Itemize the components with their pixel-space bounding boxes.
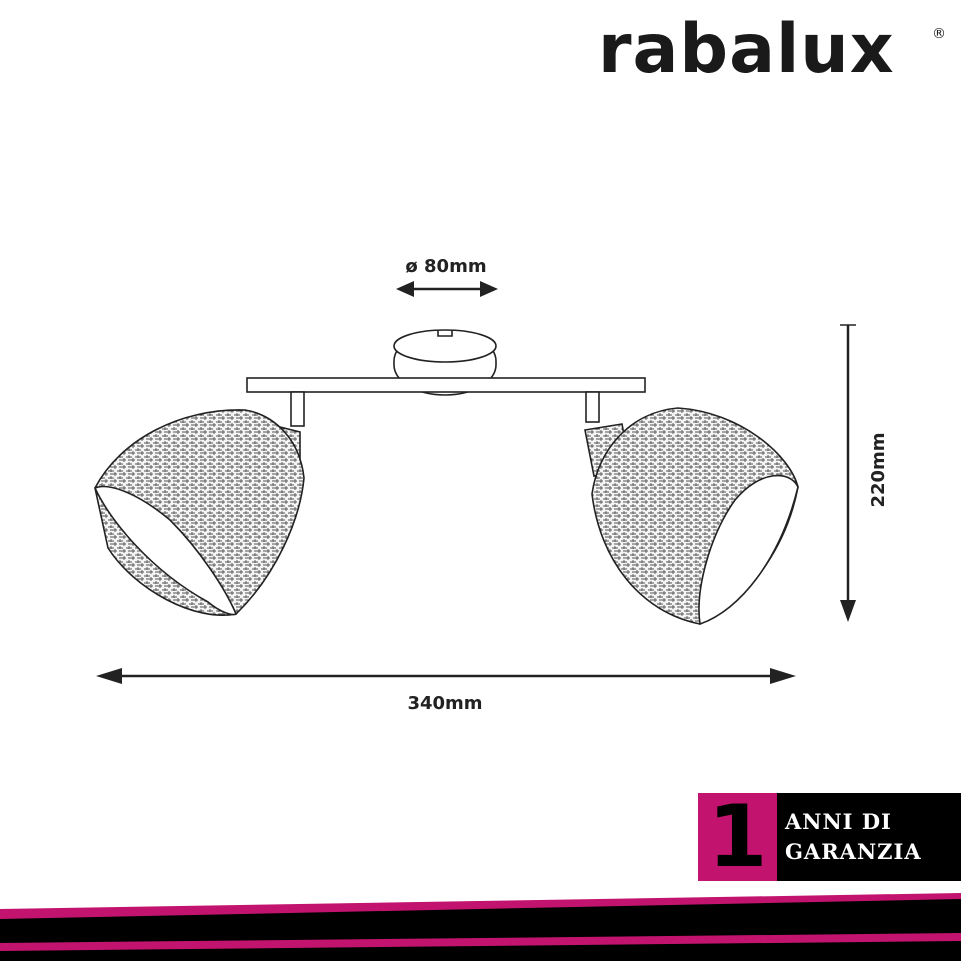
warranty-text: ANNI DI GARANZIA: [777, 793, 961, 881]
width-label: 340mm: [407, 693, 482, 714]
mounting-bar: [246, 377, 646, 393]
warranty-years: 1: [698, 793, 777, 881]
footer-stripe-magenta-lower: [0, 933, 961, 951]
height-label: 220mm: [868, 432, 889, 507]
width-dimension: 340mm: [96, 668, 796, 714]
warranty-line-2: GARANZIA: [785, 839, 922, 864]
height-dimension: 220mm: [840, 324, 889, 622]
registered-mark: ®: [932, 26, 946, 42]
footer-stripes: [0, 893, 961, 961]
warranty-line-1: ANNI DI: [785, 809, 892, 834]
left-spot-lamp: [93, 391, 305, 616]
brand-logo: rabalux: [598, 10, 895, 89]
diameter-label: ø 80mm: [405, 256, 486, 277]
diameter-dimension: ø 80mm: [396, 256, 498, 297]
warranty-badge: 1 ANNI DI GARANZIA: [698, 793, 961, 881]
right-spot-lamp: [584, 391, 799, 626]
